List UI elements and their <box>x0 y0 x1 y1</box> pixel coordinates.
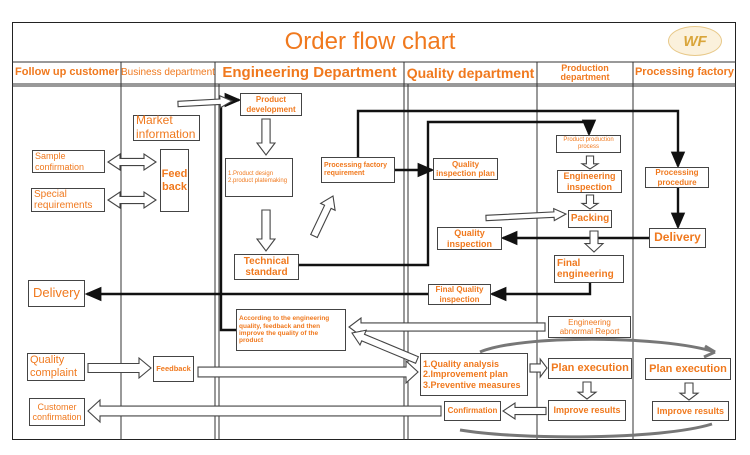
box-quality-complaint: Quality complaint <box>27 353 85 381</box>
box-quality-inspection-plan: Quality inspection plan <box>433 158 498 180</box>
box-confirmation: Confirmation <box>444 401 501 421</box>
box-processing-factory-requirement: Processing factory requirement <box>321 157 395 183</box>
hollow-arrow <box>502 401 547 421</box>
column-business-department: Business department <box>121 66 215 78</box>
hollow-arrow <box>177 94 234 109</box>
hollow-arrow <box>87 356 152 380</box>
column-processing-factory: Processing factory <box>634 66 735 79</box>
hollow-arrow <box>351 329 420 365</box>
flow-arrow <box>356 109 686 169</box>
flow-arrow <box>219 92 242 332</box>
flow-arrow <box>489 283 592 302</box>
box-sample-confirmation: Sample confirmation <box>32 150 105 173</box>
box-final-engineering: Final engineering <box>554 255 624 283</box>
hollow-arrow <box>197 359 419 385</box>
hollow-arrow <box>255 118 277 156</box>
box-market-information: Market information <box>133 113 200 141</box>
box-engineering-abnormal-report: Engineering abnormal Report <box>548 316 631 338</box>
box-according-feedback: According to the engineering quality, fe… <box>236 309 346 351</box>
column-production-department: Production department <box>560 62 610 82</box>
box-delivery-factory: Delivery <box>649 228 706 248</box>
box-product-design: 1.Product design 2.product platemaking <box>225 158 293 197</box>
page-title: Order flow chart <box>284 28 456 55</box>
box-product-production-process: Product production process <box>556 135 621 153</box>
box-improve-results-factory: Improve results <box>652 401 729 421</box>
flow-arrow <box>299 119 597 267</box>
box-quality-analysis: 1.Quality analysis 2.Improvement plan 3.… <box>420 353 528 396</box>
hollow-arrow <box>348 316 546 338</box>
box-feedback: Feedback <box>153 356 194 382</box>
cycle-arrow-bottom <box>459 422 713 439</box>
box-improve-results-production: Improve results <box>548 400 626 421</box>
hollow-arrow <box>583 230 605 253</box>
box-product-development: Product development <box>240 93 302 116</box>
box-packing: Packing <box>568 210 612 228</box>
box-customer-confirmation: Customer confirmation <box>29 398 85 426</box>
box-processing-procedure: Processing procedure <box>645 167 709 188</box>
box-quality-inspection: Quality inspection <box>437 227 502 250</box>
hollow-arrow <box>255 209 277 252</box>
box-delivery-customer: Delivery <box>28 280 85 307</box>
company-logo: WF <box>668 26 722 56</box>
hollow-arrow <box>576 381 598 400</box>
box-plan-execution-factory: Plan execution <box>645 358 731 380</box>
hollow-arrow <box>529 357 548 379</box>
box-final-quality-inspection: Final Quality inspection <box>428 284 491 305</box>
cycle-arrow-top <box>479 337 716 359</box>
box-technical-standard: Technical standard <box>234 254 299 280</box>
box-engineering-inspection: Engineering inspection <box>557 170 622 193</box>
column-follow-up-customer: Follow up customer <box>15 66 119 79</box>
column-engineering-department: Engineering Department <box>222 64 397 82</box>
hollow-arrow <box>309 195 336 239</box>
box-feed-back: Feed back <box>160 149 189 212</box>
double-hollow-arrow <box>107 152 157 172</box>
column-quality-department: Quality department <box>406 64 535 81</box>
double-hollow-arrow <box>107 190 157 210</box>
hollow-arrow <box>678 382 700 401</box>
hollow-arrow <box>580 194 600 210</box>
hollow-arrow <box>87 398 442 424</box>
hollow-arrow <box>580 155 600 170</box>
box-plan-execution-production: Plan execution <box>548 358 632 379</box>
chart-frame <box>12 22 736 440</box>
box-special-requirements: Special requirements <box>31 188 105 212</box>
hollow-arrow <box>485 207 568 222</box>
